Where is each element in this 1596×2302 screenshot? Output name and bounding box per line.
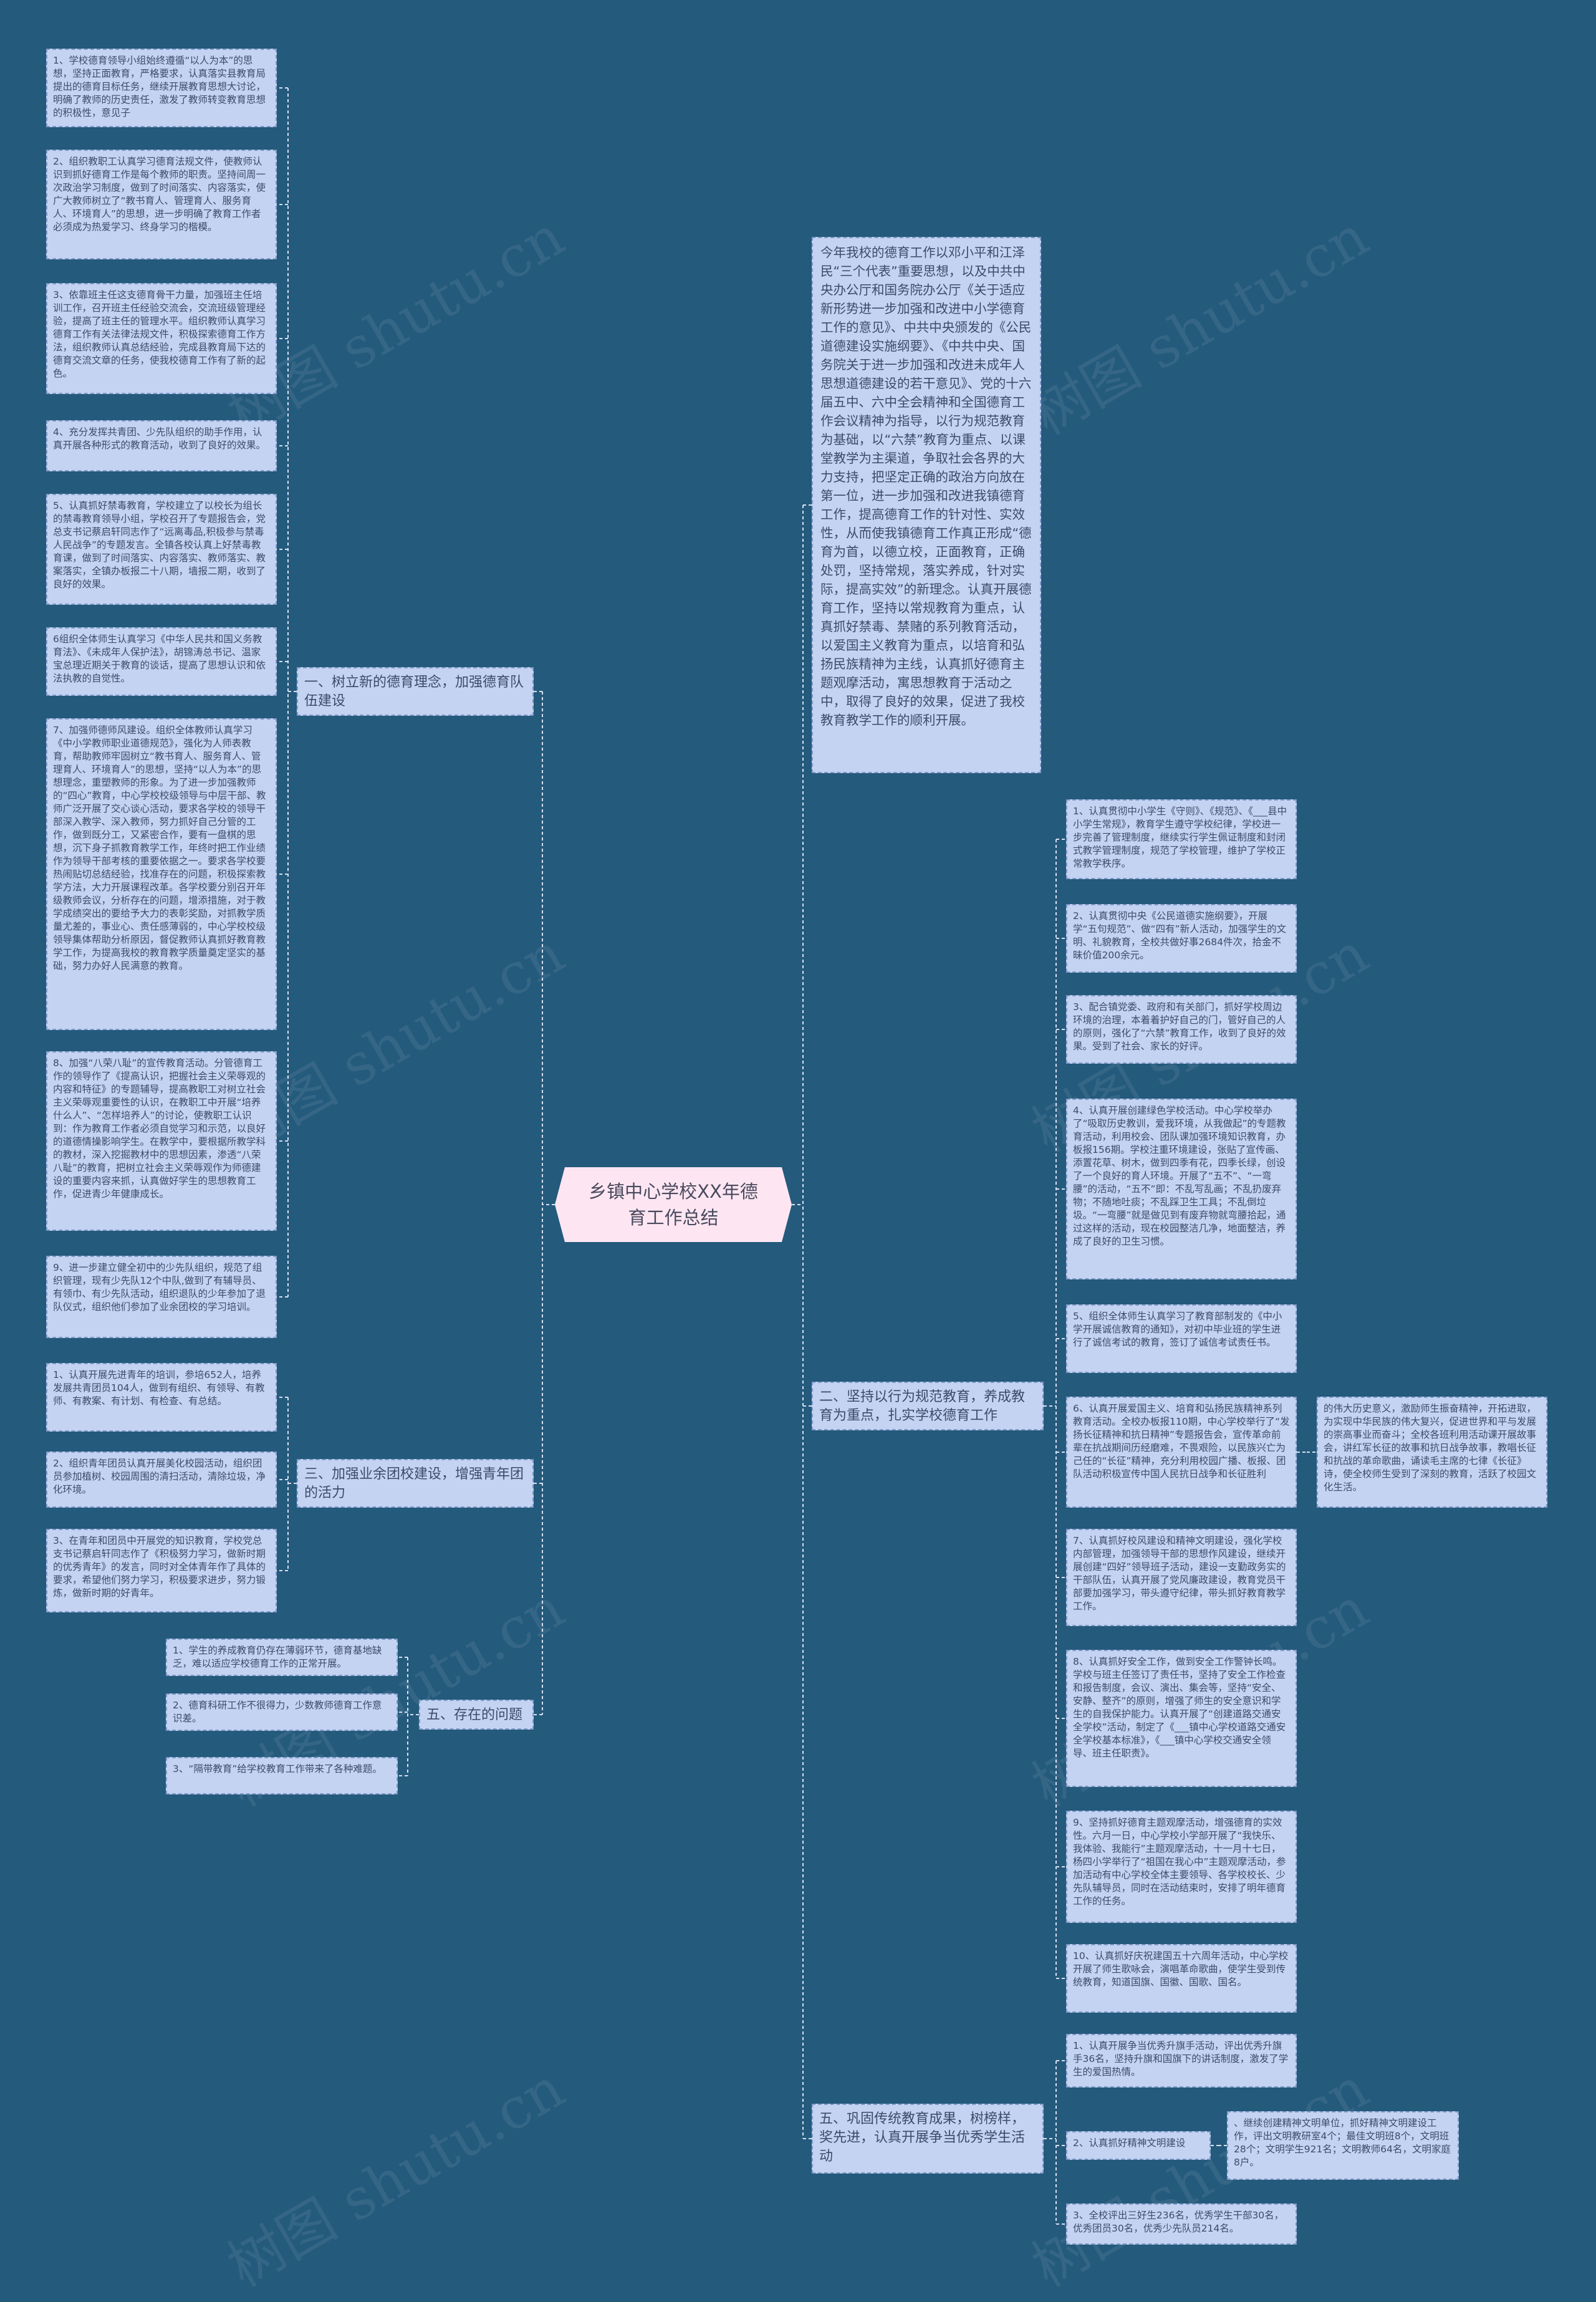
watermark: 树图 shutu.cn bbox=[1021, 203, 1380, 448]
leaf-b1-7[interactable]: 7、加强师德师风建设。组织全体教师认真学习《中小学教师职业道德规范》，强化为人师… bbox=[46, 718, 277, 1030]
intro-node[interactable]: 今年我校的德育工作以邓小平和江泽民“三个代表”重要思想，以及中共中央办公厅和国务… bbox=[812, 237, 1041, 773]
leaf-b1-1[interactable]: 1、学校德育领导小组始终遵循“以人为本”的思想，坚持正面教育，严格要求，认真落实… bbox=[46, 49, 277, 127]
leaf-b3-2[interactable]: 2、组织青年团员认真开展美化校园活动，组织团员参加植树、校园周围的清扫活动，清除… bbox=[46, 1452, 277, 1508]
leaf-b3-1[interactable]: 1、认真开展先进青年的培训，参培652人，培养发展共青团员104人，做到有组织、… bbox=[46, 1363, 277, 1432]
leaf-b1-3[interactable]: 3、依靠班主任这支德育骨干力量，加强班主任培训工作，召开班主任经验交流会，交流班… bbox=[46, 283, 277, 394]
leaf-b1-9[interactable]: 9、进一步建立健全初中的少先队组织，规范了组织管理，现有少先队12个中队,做到了… bbox=[46, 1256, 277, 1338]
leaf-b2-5[interactable]: 5、组织全体师生认真学习了教育部制发的《中小学开展诚信教育的通知》，对初中毕业班… bbox=[1066, 1304, 1297, 1373]
leaf-b2-6[interactable]: 6、认真开展爱国主义、培育和弘扬民族精神系列教育活动。全校办板报110期，中心学… bbox=[1066, 1397, 1297, 1508]
leaf-b2-9[interactable]: 9、坚持抓好德育主题观摩活动，增强德育的实效性。六月一日，中心学校小学部开展了“… bbox=[1066, 1811, 1297, 1923]
leaf-b1-6[interactable]: 6组织全体师生认真学习《中华人民共和国义务教育法》、《未成年人保护法》，胡锦涛总… bbox=[46, 627, 277, 696]
branch-1[interactable]: 一、树立新的德育理念，加强德育队伍建设 bbox=[297, 667, 534, 716]
leaf-b2-2[interactable]: 2、认真贯彻中央《公民道德实施纲要》，开展学“五句规范”、做“四有”新人活动，加… bbox=[1066, 904, 1297, 973]
leaf-b2-8[interactable]: 8、认真抓好安全工作，做到安全工作警钟长鸣。学校与班主任签订了责任书，坚持了安全… bbox=[1066, 1650, 1297, 1787]
leaf-b1-2[interactable]: 2、组织教职工认真学习德育法规文件，使教师认识到抓好德育工作是每个教师的职责。坚… bbox=[46, 150, 277, 259]
branch-3[interactable]: 三、加强业余团校建设，增强青年团的活力 bbox=[297, 1459, 534, 1508]
watermark: 树图 shutu.cn bbox=[217, 2055, 575, 2300]
leaf-b2-4[interactable]: 4、认真开展创建绿色学校活动。中心学校举办了“吸取历史教训，爱我环境，从我做起”… bbox=[1066, 1099, 1297, 1279]
leaf-b4-2-sub[interactable]: 、继续创建精神文明单位，抓好精神文明建设工作，评出文明教研室4个；最佳文明班8个… bbox=[1227, 2111, 1459, 2180]
leaf-b5-2[interactable]: 2、德育科研工作不很得力，少数教师德育工作意识差。 bbox=[166, 1693, 398, 1731]
leaf-b2-1[interactable]: 1、认真贯彻中小学生《守则》、《规范》、《___县中小学生常规》，教育学生遵守学… bbox=[1066, 799, 1297, 879]
leaf-b4-3[interactable]: 3、全校评出三好生236名，优秀学生干部30名，优秀团员30名，优秀少先队员21… bbox=[1066, 2203, 1297, 2245]
leaf-b5-3[interactable]: 3、“隔带教育”给学校教育工作带来了各种难题。 bbox=[166, 1757, 398, 1794]
leaf-b5-1[interactable]: 1、学生的养成教育仍存在薄弱环节，德育基地缺乏，难以适应学校德育工作的正常开展。 bbox=[166, 1639, 398, 1676]
leaf-b4-1[interactable]: 1、认真开展争当优秀升旗手活动，评出优秀升旗手36名，坚持升旗和国旗下的讲话制度… bbox=[1066, 2034, 1297, 2088]
leaf-b3-3[interactable]: 3、在青年和团员中开展党的知识教育，学校党总支书记蔡启轩同志作了《积极努力学习，… bbox=[46, 1529, 277, 1612]
branch-4[interactable]: 五、巩固传统教育成果，树榜样，奖先进，认真开展争当优秀学生活动 bbox=[812, 2104, 1044, 2174]
leaf-b2-3[interactable]: 3、配合镇党委、政府和有关部门，抓好学校周边环境的治理，本着着护好自己的门，管好… bbox=[1066, 995, 1297, 1064]
leaf-b1-4[interactable]: 4、充分发挥共青团、少先队组织的助手作用，认真开展各种形式的教育活动，收到了良好… bbox=[46, 420, 277, 471]
leaf-b1-8[interactable]: 8、加强“八荣八耻”的宣传教育活动。分管德育工作的领导作了《提高认识，把握社会主… bbox=[46, 1051, 277, 1231]
leaf-b1-5[interactable]: 5、认真抓好禁毒教育，学校建立了以校长为组长的禁毒教育领导小组，学校召开了专题报… bbox=[46, 494, 277, 605]
leaf-b4-2[interactable]: 2、认真抓好精神文明建设 bbox=[1066, 2131, 1211, 2160]
leaf-b2-10[interactable]: 10、认真抓好庆祝建国五十六周年活动，中心学校开展了师生歌咏会，演唱革命歌曲，使… bbox=[1066, 1944, 1297, 2013]
leaf-b2-7[interactable]: 7、认真抓好校风建设和精神文明建设，强化学校内部管理，加强领导干部的思想作风建设… bbox=[1066, 1529, 1297, 1626]
root-topic[interactable]: 乡镇中心学校XX年德育工作总结 bbox=[555, 1167, 792, 1242]
branch-2[interactable]: 二、坚持以行为规范教育，养成教育为重点，扎实学校德育工作 bbox=[812, 1382, 1044, 1430]
leaf-b2-6-sub[interactable]: 的伟大历史意义，激励师生振奋精神，开拓进取，为实现中华民族的伟大复兴，促进世界和… bbox=[1317, 1397, 1547, 1508]
branch-5[interactable]: 五、存在的问题 bbox=[419, 1700, 534, 1730]
